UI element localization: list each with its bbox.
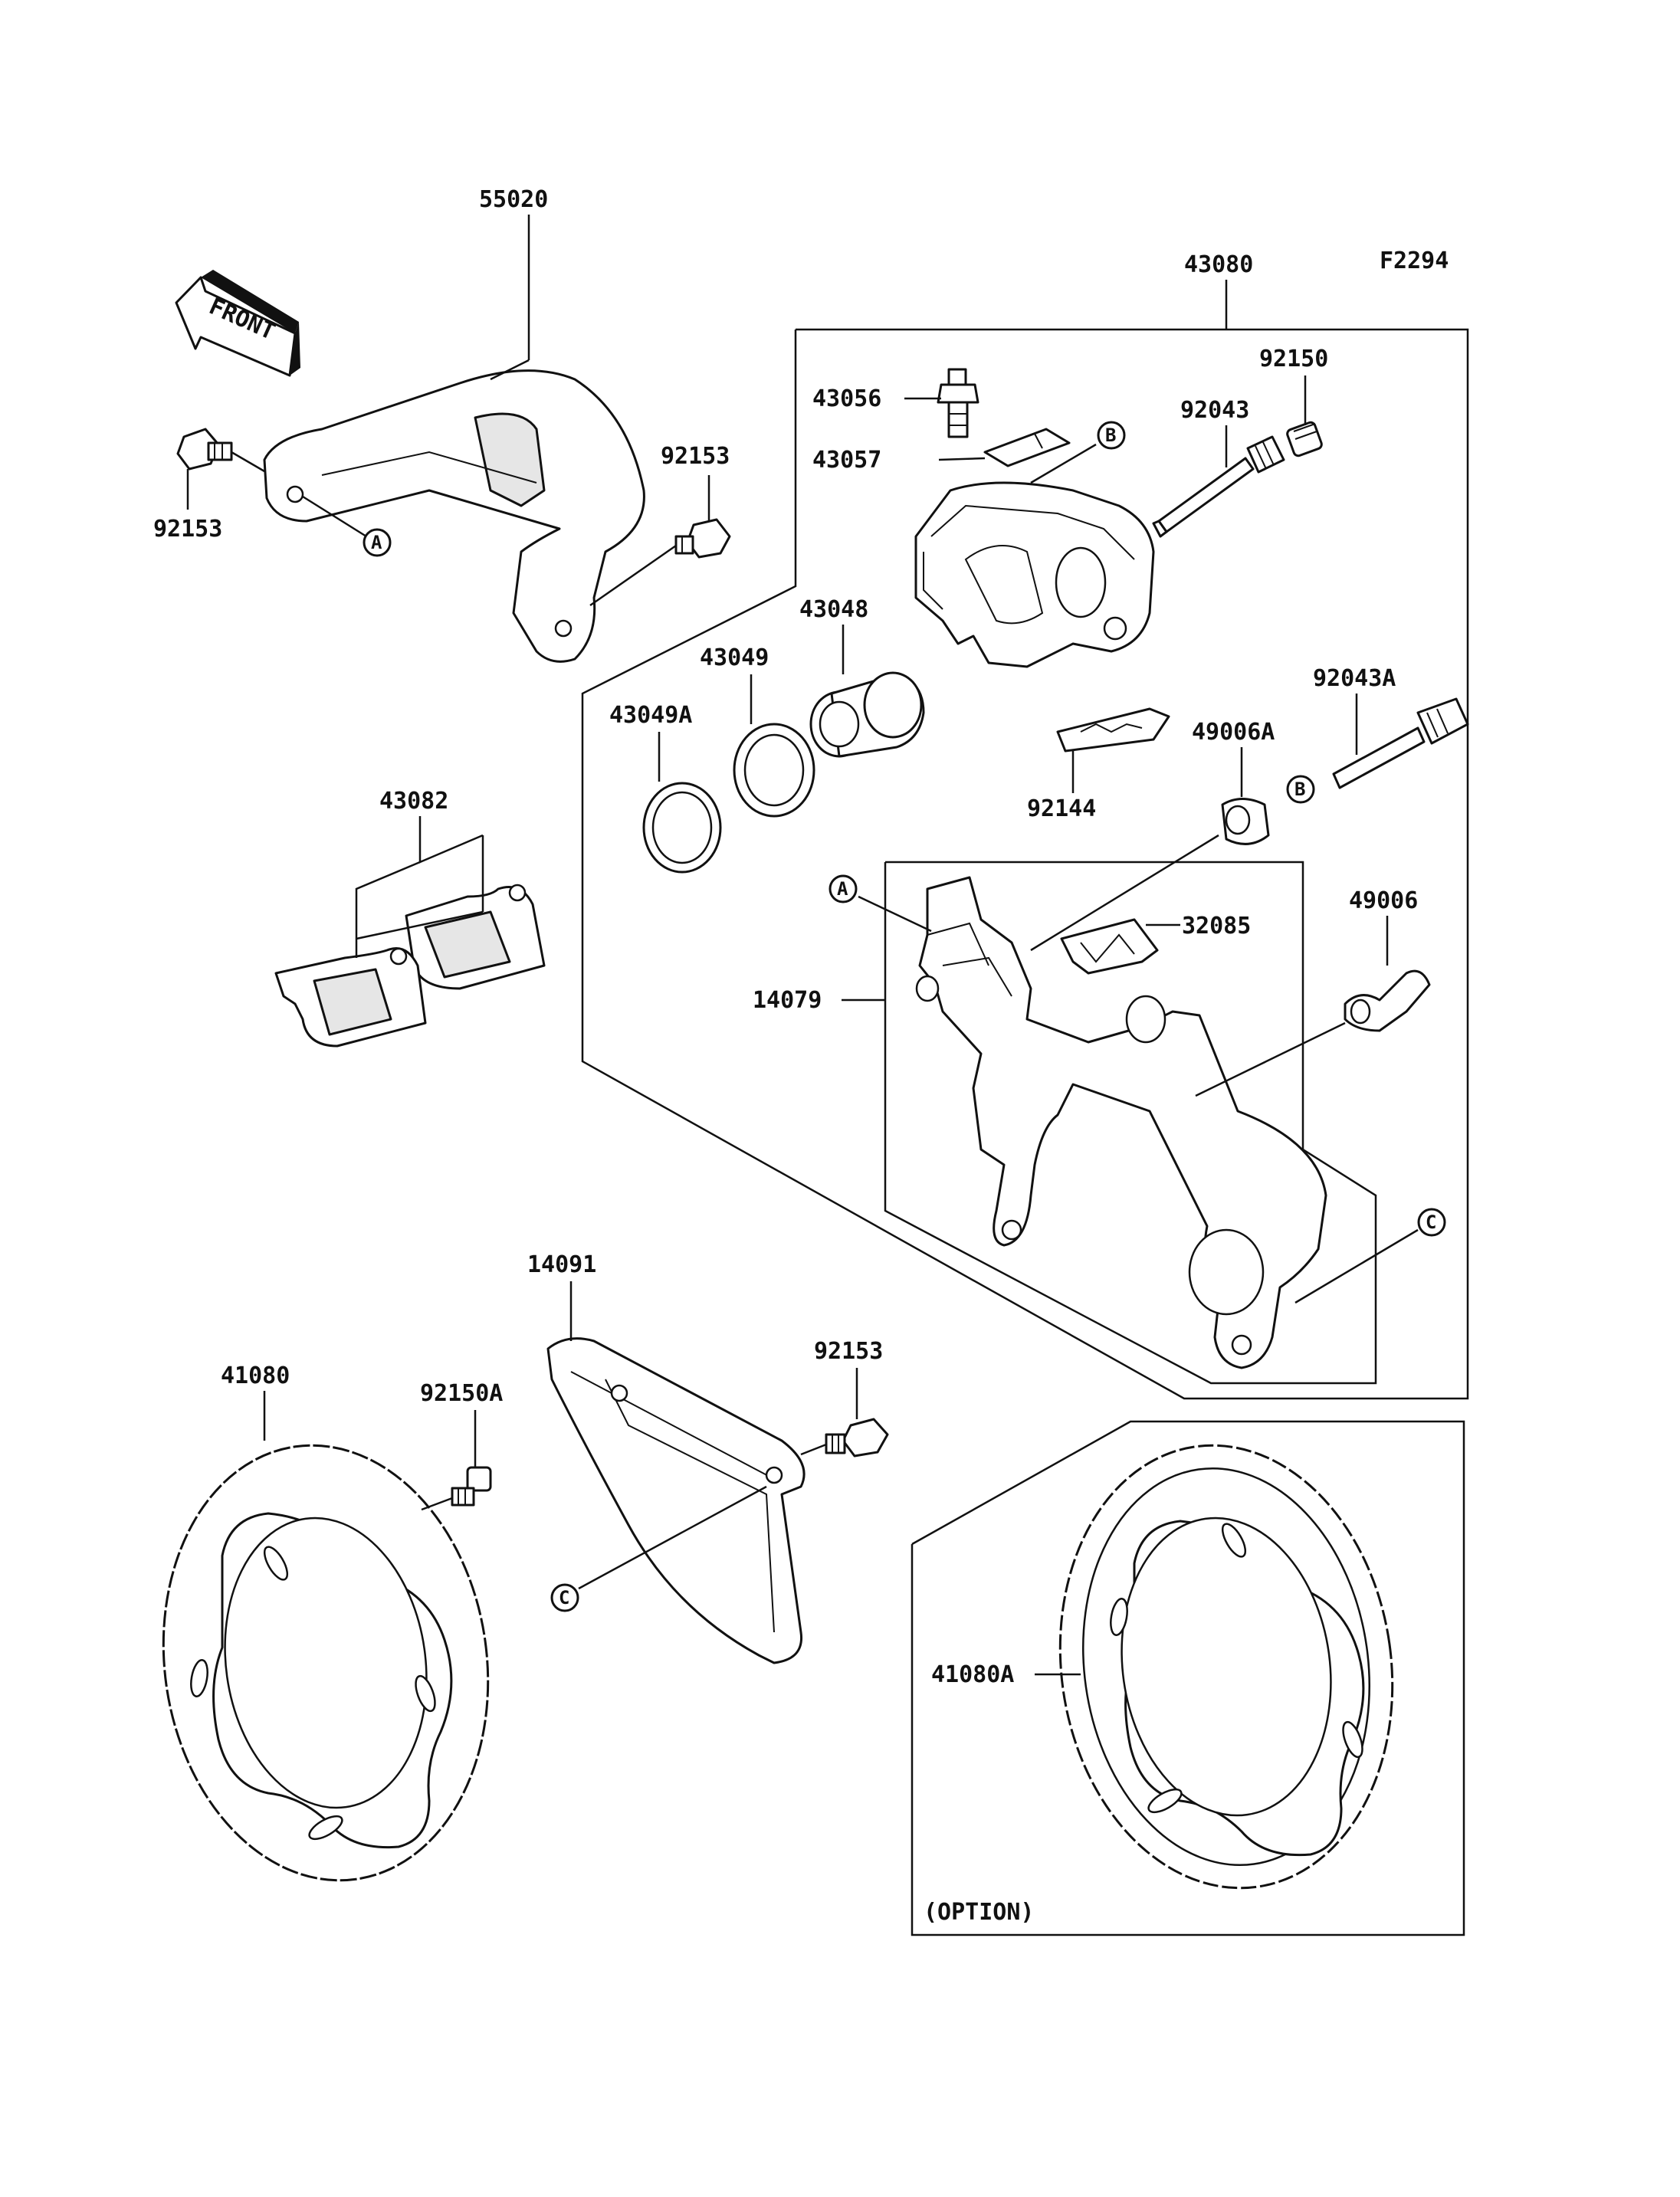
caliper-guard: [263, 369, 645, 663]
ref-b-bottom: [1286, 775, 1315, 804]
pad-spring: [1056, 707, 1170, 753]
option-label: (OPTION): [924, 1899, 1035, 1926]
piston: [809, 671, 925, 758]
optional-brake-disc: [1058, 1444, 1394, 1890]
label-92153-right: 92153: [661, 443, 730, 470]
label-92144: 92144: [1027, 795, 1096, 822]
bleed-valve: [937, 368, 979, 438]
ref-a-bracket: [829, 874, 858, 903]
dust-seal: [642, 782, 722, 874]
boot-bracket: [1344, 969, 1431, 1032]
label-43056: 43056: [812, 385, 881, 412]
label-92150A: 92150A: [420, 1380, 503, 1407]
label-41080: 41080: [221, 1362, 290, 1389]
label-92043: 92043: [1180, 397, 1249, 424]
boot-top: [1286, 421, 1323, 457]
pad-spring-plate: [983, 428, 1071, 467]
svg-text:B: B: [1105, 425, 1116, 446]
svg-text:A: A: [371, 532, 382, 553]
disc-bolt: [421, 1466, 492, 1511]
label-32085: 32085: [1182, 913, 1251, 939]
pad-set: [274, 884, 546, 1048]
label-43057: 43057: [812, 447, 881, 474]
svg-text:B: B: [1294, 779, 1305, 800]
pin-top: [1152, 435, 1285, 538]
front-arrow-icon: FRONT: [175, 270, 300, 377]
diagram-code: F2294: [1380, 248, 1449, 274]
bracket-spring: [1060, 918, 1159, 975]
pin-bottom: [1332, 697, 1469, 789]
bracket-outline: [884, 861, 1377, 1385]
disc-guard-bolt: [800, 1418, 889, 1458]
caliper-body: [914, 481, 1155, 668]
brake-disc: [162, 1444, 490, 1882]
label-43082: 43082: [379, 788, 448, 815]
boot-bottom: [1221, 798, 1270, 845]
label-92043A: 92043A: [1313, 665, 1396, 692]
piston-seal: [733, 723, 815, 818]
label-14079: 14079: [753, 987, 822, 1014]
label-92153-guard: 92153: [814, 1338, 883, 1365]
label-55020: 55020: [479, 186, 548, 213]
svg-text:C: C: [559, 1587, 569, 1608]
svg-text:C: C: [1426, 1212, 1436, 1233]
label-43048: 43048: [799, 596, 868, 623]
ref-a-guard: [363, 528, 392, 557]
ref-c-bracket: [1417, 1208, 1446, 1237]
label-14091: 14091: [527, 1251, 596, 1278]
label-92153-left: 92153: [153, 516, 222, 543]
label-43049A: 43049A: [609, 702, 692, 729]
ref-b-top: [1097, 421, 1126, 450]
guard-bolt-right: [589, 518, 731, 607]
label-92150: 92150: [1259, 346, 1328, 372]
label-43080: 43080: [1184, 251, 1253, 278]
option-outline: [911, 1420, 1465, 1936]
label-49006: 49006: [1349, 887, 1418, 914]
disc-guard: [546, 1337, 806, 1664]
guard-bolt-left: [176, 428, 265, 473]
label-49006A: 49006A: [1192, 719, 1275, 746]
label-41080A: 41080A: [931, 1661, 1014, 1688]
caliper-bracket: [915, 876, 1327, 1369]
ref-c-guard: [550, 1583, 579, 1612]
svg-text:A: A: [837, 878, 848, 900]
caliper-assy-outline: [581, 280, 1469, 1400]
label-43049: 43049: [700, 644, 769, 671]
